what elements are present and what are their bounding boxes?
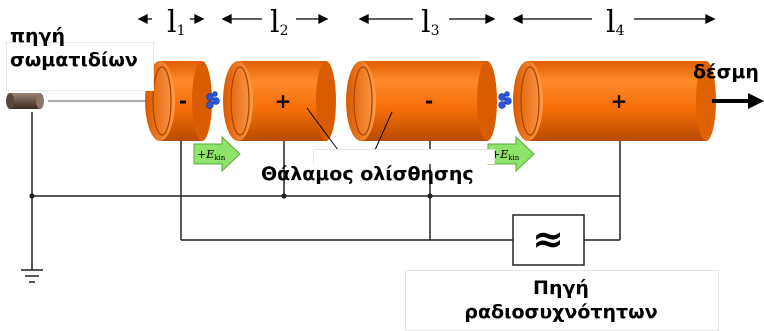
beam-arrow-icon xyxy=(712,93,764,109)
junction-dots xyxy=(29,193,433,199)
length-markers xyxy=(137,13,716,25)
particle-source-icon xyxy=(6,93,44,109)
length-label-3: l3 xyxy=(421,5,440,40)
energy-gain-arrow-2: +Ekin xyxy=(487,135,535,173)
particle-bunch-1 xyxy=(206,91,220,109)
length-labels: l1 l2 l3 l4 xyxy=(167,5,625,40)
length-label-4: l4 xyxy=(606,5,625,40)
source-label-box xyxy=(6,42,154,91)
beam-label: δέσμη xyxy=(693,61,759,83)
tube-4-sign: + xyxy=(611,89,628,113)
rf-source-icon: ≈ xyxy=(512,214,585,266)
tube-2-sign: + xyxy=(275,89,292,113)
length-label-1: l1 xyxy=(167,5,186,40)
length-label-2: l2 xyxy=(270,5,289,40)
rf-source-label: Πηγή ραδιοσυχνότητων xyxy=(413,276,709,324)
particle-source-label: πηγή σωματιδίων xyxy=(8,24,140,72)
drift-tube-label: Θάλαμος ολίσθησης xyxy=(261,163,474,185)
rf-label-line2: ραδιοσυχνότητων xyxy=(464,301,658,323)
tube-1-sign: - xyxy=(179,89,187,113)
drift-tube-3 xyxy=(346,61,497,141)
svg-text:+Ekin: +Ekin xyxy=(197,148,226,162)
svg-text:+Ekin: +Ekin xyxy=(491,148,520,162)
drift-tube-4 xyxy=(513,61,716,141)
drift-tube-2 xyxy=(223,61,336,141)
svg-text:≈: ≈ xyxy=(532,217,564,261)
energy-gain-arrow-1: +Ekin xyxy=(193,135,241,173)
rf-label-line1: Πηγή xyxy=(533,277,589,299)
source-label-line2: σωματιδίων xyxy=(10,49,138,71)
tube-3-sign: - xyxy=(425,89,433,113)
ground-icon xyxy=(21,269,43,283)
particle-bunch-2 xyxy=(498,91,512,109)
source-label-line1: πηγή xyxy=(10,25,66,47)
drift-label-box xyxy=(313,149,495,164)
rf-label-box xyxy=(405,270,719,331)
